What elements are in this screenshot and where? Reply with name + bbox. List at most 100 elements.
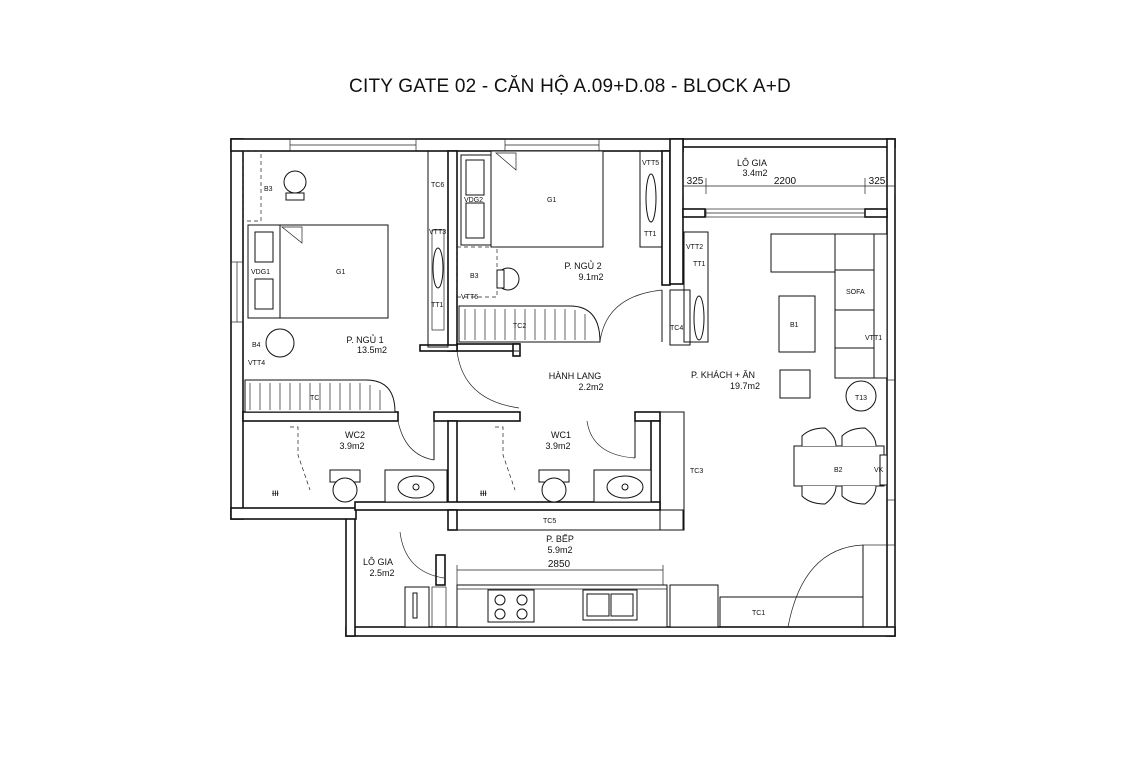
code-vdg1: VDG1 xyxy=(251,269,270,276)
code-tt1-living: TT1 xyxy=(693,261,706,268)
wc1-toilet xyxy=(541,477,567,503)
wc2: ᵻᵻᵻ xyxy=(272,426,448,503)
wall-bed2-right xyxy=(661,150,671,286)
dim-kitchen-counter: 2850 xyxy=(548,559,571,570)
label-wc1-area: 3.9m2 xyxy=(545,441,570,451)
code-tc1: TC1 xyxy=(752,610,765,617)
kitchen xyxy=(404,565,719,628)
code-b1: B1 xyxy=(790,322,799,329)
code-tt1-bed1: TT1 xyxy=(431,302,444,309)
code-b4: B4 xyxy=(252,342,261,349)
label-loggia-top-name: LÔ GIA xyxy=(737,158,767,168)
label-loggia-top-area: 3.4m2 xyxy=(742,168,767,178)
label-bedroom2-name: P. NGỦ 2 xyxy=(564,260,601,271)
code-g1-bed2: G1 xyxy=(547,197,556,204)
bedroom-1 xyxy=(242,150,449,413)
label-loggia-bottom-name: LÔ GIA xyxy=(363,557,393,567)
dim-loggia-left: 325 xyxy=(687,176,704,187)
label-wc2-name: WC2 xyxy=(345,430,365,440)
b4-table xyxy=(265,328,295,358)
tc2-wardrobe xyxy=(458,305,601,343)
wall-top-loggia xyxy=(682,138,896,148)
cooktop xyxy=(487,589,535,623)
code-tc6: TC6 xyxy=(431,182,444,189)
code-tc3: TC3 xyxy=(690,468,703,475)
wall-loggia-bottom-r xyxy=(864,208,888,218)
label-hallway-area: 2.2m2 xyxy=(578,382,603,392)
wall-left xyxy=(230,138,244,520)
wall-loggia-left xyxy=(669,138,684,285)
tc6-wardrobe xyxy=(427,150,449,348)
wall-wc1-top-r xyxy=(634,411,661,422)
wall-wc-divider xyxy=(447,420,458,510)
label-bedroom1-name: P. NGỦ 1 xyxy=(346,334,383,345)
code-vtt2: VTT2 xyxy=(686,244,703,251)
vtt5-wardrobe xyxy=(639,150,663,248)
dim-loggia-right: 325 xyxy=(869,176,886,187)
t13-side-table xyxy=(845,380,877,412)
chair-d1 xyxy=(801,427,837,447)
sofa-arm xyxy=(770,233,836,273)
bedroom-2 xyxy=(456,150,663,343)
wc2-toilet xyxy=(332,477,358,503)
svg-text:ᵻᵻᵻ: ᵻᵻᵻ xyxy=(480,488,487,499)
wall-loggia-bottom-l xyxy=(682,208,706,218)
wall-wc-bottom xyxy=(354,501,661,511)
tc1-cabinet xyxy=(719,596,864,628)
b3-desk xyxy=(242,150,262,222)
label-kitchen-area: 5.9m2 xyxy=(547,545,572,555)
code-tt1-bed2: TT1 xyxy=(644,231,657,238)
tv-vtt5 xyxy=(645,173,657,223)
plan-title: CITY GATE 02 - CĂN HỘ A.09+D.08 - BLOCK … xyxy=(349,76,791,97)
wall-bed2-jamb xyxy=(512,343,521,357)
wc1: ᵻᵻᵻ xyxy=(480,426,652,503)
wall-bottom xyxy=(345,626,896,637)
wall-left-lower xyxy=(345,509,356,637)
b2-dining-table xyxy=(793,445,885,487)
label-bedroom1-area: 13.5m2 xyxy=(357,345,387,355)
wall-bed2-bottom xyxy=(456,343,520,352)
code-b3-bed2: B3 xyxy=(470,273,479,280)
code-b3-bed1: B3 xyxy=(264,186,273,193)
loggia-dimensions xyxy=(682,178,896,194)
label-wc2-area: 3.9m2 xyxy=(339,441,364,451)
hallway-doors xyxy=(397,350,636,579)
labels: P. NGỦ 1 13.5m2 P. NGỦ 2 9.1m2 HÀNH LANG… xyxy=(248,158,886,617)
chair-d4 xyxy=(841,485,877,505)
code-tc5: TC5 xyxy=(543,518,556,525)
wall-bed1-jamb xyxy=(419,344,458,352)
b3-desk-bed2 xyxy=(456,246,498,298)
code-sofa: SOFA xyxy=(846,289,865,296)
wall-loggia2-stub xyxy=(435,554,446,586)
living-room xyxy=(669,231,888,628)
tc3-cabinet xyxy=(659,411,685,531)
code-vtt1: VTT1 xyxy=(865,335,882,342)
dim-loggia-mid: 2200 xyxy=(774,176,797,187)
label-wc1-name: WC1 xyxy=(551,430,571,440)
wall-wc1-right xyxy=(650,420,661,510)
b1-table xyxy=(778,295,816,353)
code-t13: T13 xyxy=(855,395,867,402)
svg-text:ᵻᵻᵻ: ᵻᵻᵻ xyxy=(272,488,279,499)
chair xyxy=(283,170,307,194)
label-living-area: 19.7m2 xyxy=(730,381,760,391)
wall-wc2-top xyxy=(242,411,399,422)
wall-bed1-bed2 xyxy=(447,150,458,352)
label-living-name: P. KHÁCH + ĂN xyxy=(691,370,755,380)
code-b2: B2 xyxy=(834,467,843,474)
label-loggia-bottom-area: 2.5m2 xyxy=(369,568,394,578)
wall-kitchen-stub xyxy=(447,509,458,531)
code-vtt3: VTT3 xyxy=(429,229,446,236)
code-tc-bed1: TC xyxy=(310,395,319,402)
vtt2-cabinet xyxy=(683,231,709,343)
wall-right xyxy=(886,138,896,637)
ottoman xyxy=(779,369,811,399)
label-kitchen-name: P. BẾP xyxy=(546,534,574,544)
code-vtt6: VTT6 xyxy=(461,294,478,301)
code-g1-bed1: G1 xyxy=(336,269,345,276)
wall-wing-bottom xyxy=(230,507,357,520)
tc4-cabinet xyxy=(669,289,691,346)
code-vtt5: VTT5 xyxy=(642,160,659,167)
tv-living xyxy=(693,295,705,341)
